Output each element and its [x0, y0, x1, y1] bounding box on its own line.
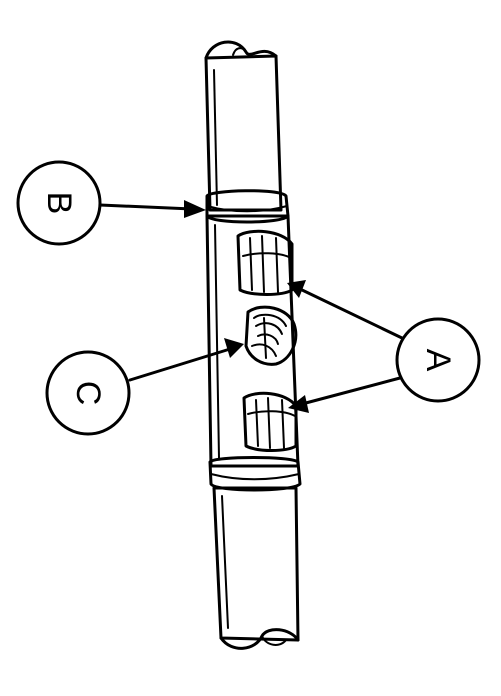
- callout-c: C: [45, 350, 131, 436]
- arrowhead-a-upper: [287, 280, 306, 298]
- callout-b: B: [16, 160, 102, 246]
- upper-clip: [236, 229, 294, 296]
- lower-clip: [242, 391, 298, 452]
- lower-tube: [212, 486, 300, 650]
- arrowhead-a-lower: [288, 395, 309, 413]
- upper-tube: [204, 40, 283, 212]
- leader-arrows: [98, 200, 404, 413]
- arrowhead-c: [224, 338, 244, 358]
- arrow-c: [128, 347, 232, 382]
- arrowhead-b: [184, 200, 206, 218]
- arrow-b: [98, 203, 194, 211]
- lower-collar-ring: [208, 456, 302, 492]
- arrow-a-upper: [298, 287, 404, 340]
- arrow-a-lower: [300, 376, 402, 406]
- middle-detent: [244, 305, 298, 366]
- callout-a-label: A: [419, 349, 457, 372]
- callout-a: A: [395, 317, 481, 403]
- callout-c-label: C: [69, 381, 107, 406]
- callout-b-label: B: [40, 192, 78, 215]
